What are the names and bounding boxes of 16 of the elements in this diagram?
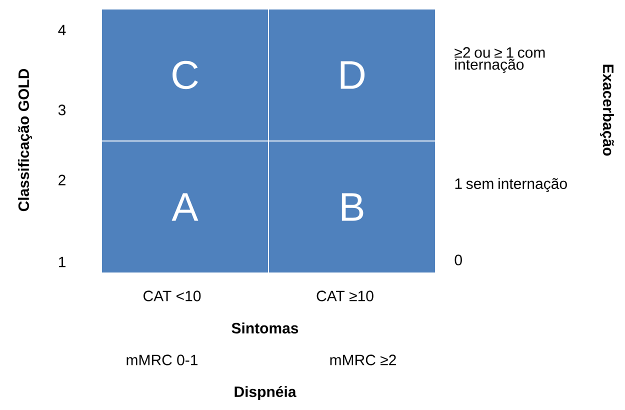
axis-label: 4 <box>58 24 66 36</box>
axis-label: mMRC ≥2 <box>330 354 396 366</box>
axis-title: Dispnéia <box>234 386 296 400</box>
axis-label: mMRC 0-1 <box>126 354 198 366</box>
axis-title: Exacerbação <box>600 64 614 156</box>
axis-title: Sintomas <box>232 322 298 334</box>
axis-label: 0 <box>454 254 462 266</box>
quadrant-box: D <box>268 8 436 142</box>
quadrant-box: B <box>268 140 436 274</box>
axis-title: Classificação GOLD <box>18 68 32 212</box>
category-label: 1 sem internação <box>455 178 567 192</box>
axis-label: 1 <box>58 256 66 268</box>
axis-label: 3 <box>58 104 66 116</box>
quadrant-box: C <box>101 8 269 142</box>
quadrant-box: A <box>101 140 269 274</box>
axis-label: 2 <box>58 174 66 186</box>
